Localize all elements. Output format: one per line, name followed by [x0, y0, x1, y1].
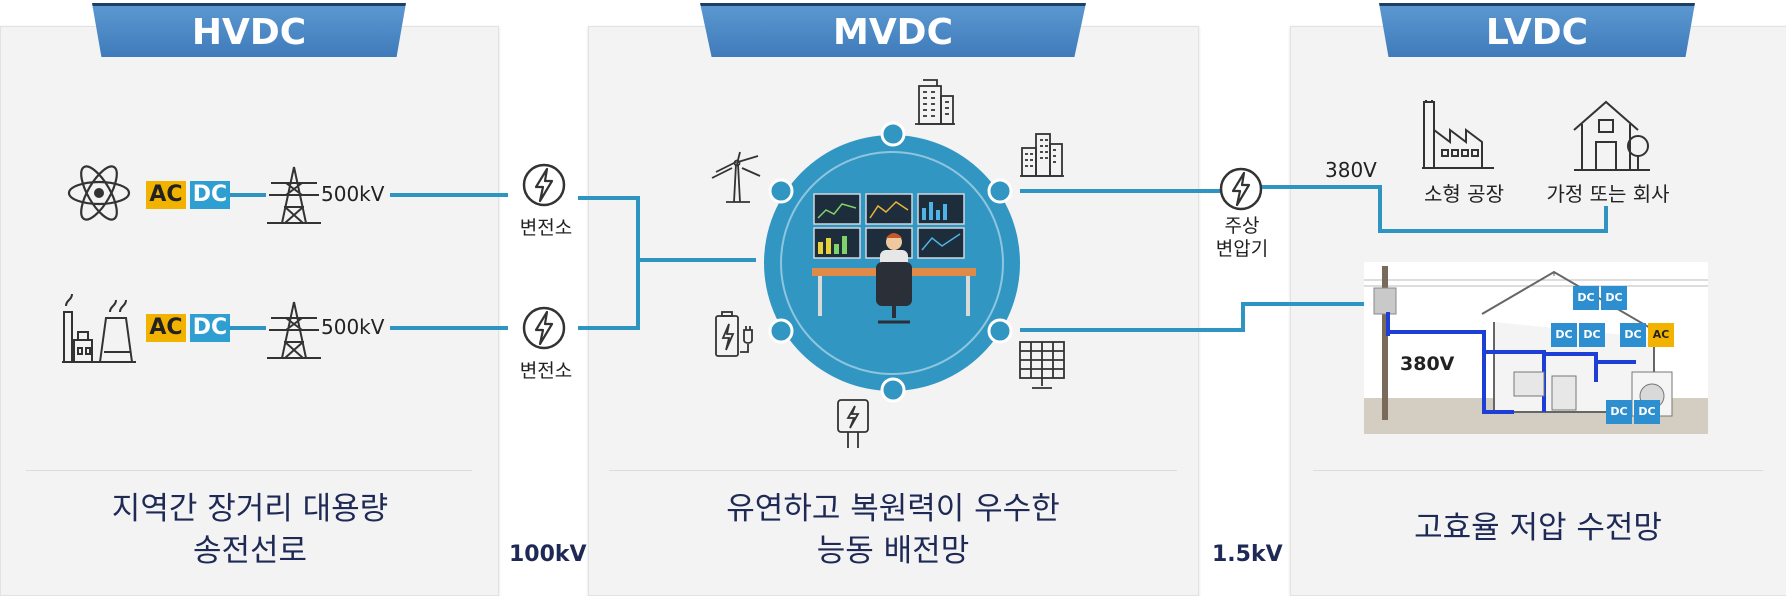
connection-line	[1020, 189, 1220, 193]
hvdc-caption-line2: 송전선로	[192, 533, 308, 569]
house-dc-badge: DC	[1601, 286, 1627, 310]
node-dot	[768, 178, 794, 204]
hvdc-title: HVDC	[92, 3, 406, 57]
hvdc-caption-line1: 지역간 장거리 대용량	[111, 491, 389, 527]
lvdc-caption: 고효율 저압 수전망	[1414, 510, 1662, 546]
mvdc-caption-line1: 유연하고 복원력이 우수한	[726, 491, 1060, 527]
hvdc-line	[390, 326, 508, 330]
power-plant-icon	[62, 293, 136, 363]
connection-line	[578, 326, 640, 330]
operator-desk-illustration	[812, 193, 976, 324]
substation-label: 변전소	[519, 217, 573, 239]
atom-icon	[67, 165, 131, 221]
lvdc-divider	[1313, 470, 1763, 471]
house-illustration	[1364, 262, 1708, 434]
house-dc-badge: DC	[1606, 400, 1632, 424]
transmission-tower-icon	[267, 301, 321, 359]
connection-line	[1020, 328, 1245, 332]
dc-badge: DC	[190, 181, 230, 209]
house-voltage-380: 380V	[1400, 353, 1455, 375]
house-dc-badge: DC	[1573, 286, 1599, 310]
battery-charging-icon	[715, 311, 753, 357]
mvdc-caption-line2: 능동 배전망	[816, 533, 970, 569]
house-dc-badge: DC	[1620, 323, 1646, 347]
substation-label: 변전소	[519, 360, 573, 382]
factory-label: 소형 공장	[1424, 182, 1504, 206]
pole-transformer-line2: 변압기	[1215, 238, 1269, 260]
node-dot	[987, 318, 1013, 344]
connection-line	[1262, 185, 1380, 189]
house-ac-badge: AC	[1648, 323, 1674, 347]
hvdc-divider	[26, 470, 472, 471]
home-label: 가정 또는 회사	[1546, 182, 1670, 206]
voltage-1-5kv: 1.5kV	[1212, 542, 1283, 567]
dc-badge: DC	[190, 314, 230, 342]
node-dot	[880, 377, 906, 403]
house-dc-badge: DC	[1579, 323, 1605, 347]
voltage-100kv: 100kV	[509, 542, 587, 567]
lvdc-voltage-380: 380V	[1325, 158, 1377, 182]
wind-turbine-icon	[711, 151, 761, 203]
node-dot	[987, 178, 1013, 204]
hvdc-voltage-top: 500kV	[321, 182, 385, 206]
solar-panel-icon	[1019, 341, 1065, 389]
building-icon	[915, 79, 955, 125]
pole-transformer-label: 주상 변압기	[1200, 215, 1284, 261]
connection-line	[1241, 302, 1245, 332]
hvdc-acdc-bottom: AC DC	[146, 314, 230, 342]
connection-line	[1604, 206, 1608, 233]
hvdc-voltage-bottom: 500kV	[321, 315, 385, 339]
connection-line	[1241, 302, 1371, 306]
mvdc-caption: 유연하고 복원력이 우수한 능동 배전망	[610, 488, 1176, 572]
pole-transformer-line1: 주상	[1224, 215, 1260, 237]
hvdc-caption: 지역간 장거리 대용량 송전선로	[30, 488, 470, 572]
lightning-icon	[522, 306, 566, 350]
hvdc-line	[230, 193, 266, 197]
factory-icon	[1422, 100, 1494, 169]
house-icon	[1573, 100, 1650, 171]
house-dc-badge: DC	[1634, 400, 1660, 424]
lightning-icon	[1219, 167, 1263, 211]
lightning-icon	[522, 163, 566, 207]
connection-line	[636, 196, 640, 330]
hvdc-acdc-top: AC DC	[146, 181, 230, 209]
node-dot	[880, 121, 906, 147]
house-dc-badge: DC	[1551, 323, 1577, 347]
electric-outlet-icon	[837, 399, 869, 448]
ac-badge: AC	[146, 314, 186, 342]
connection-line	[636, 258, 756, 262]
hvdc-panel	[0, 26, 499, 596]
connection-line	[1378, 229, 1608, 233]
city-buildings-icon	[1020, 133, 1064, 177]
mvdc-divider	[609, 470, 1177, 471]
node-dot	[768, 318, 794, 344]
ac-badge: AC	[146, 181, 186, 209]
transmission-tower-icon	[267, 166, 321, 224]
connection-line	[1378, 185, 1382, 233]
hvdc-line	[390, 193, 508, 197]
lvdc-title: LVDC	[1379, 3, 1695, 57]
connection-line	[578, 196, 640, 200]
hvdc-line	[230, 326, 266, 330]
mvdc-title: MVDC	[700, 3, 1086, 57]
